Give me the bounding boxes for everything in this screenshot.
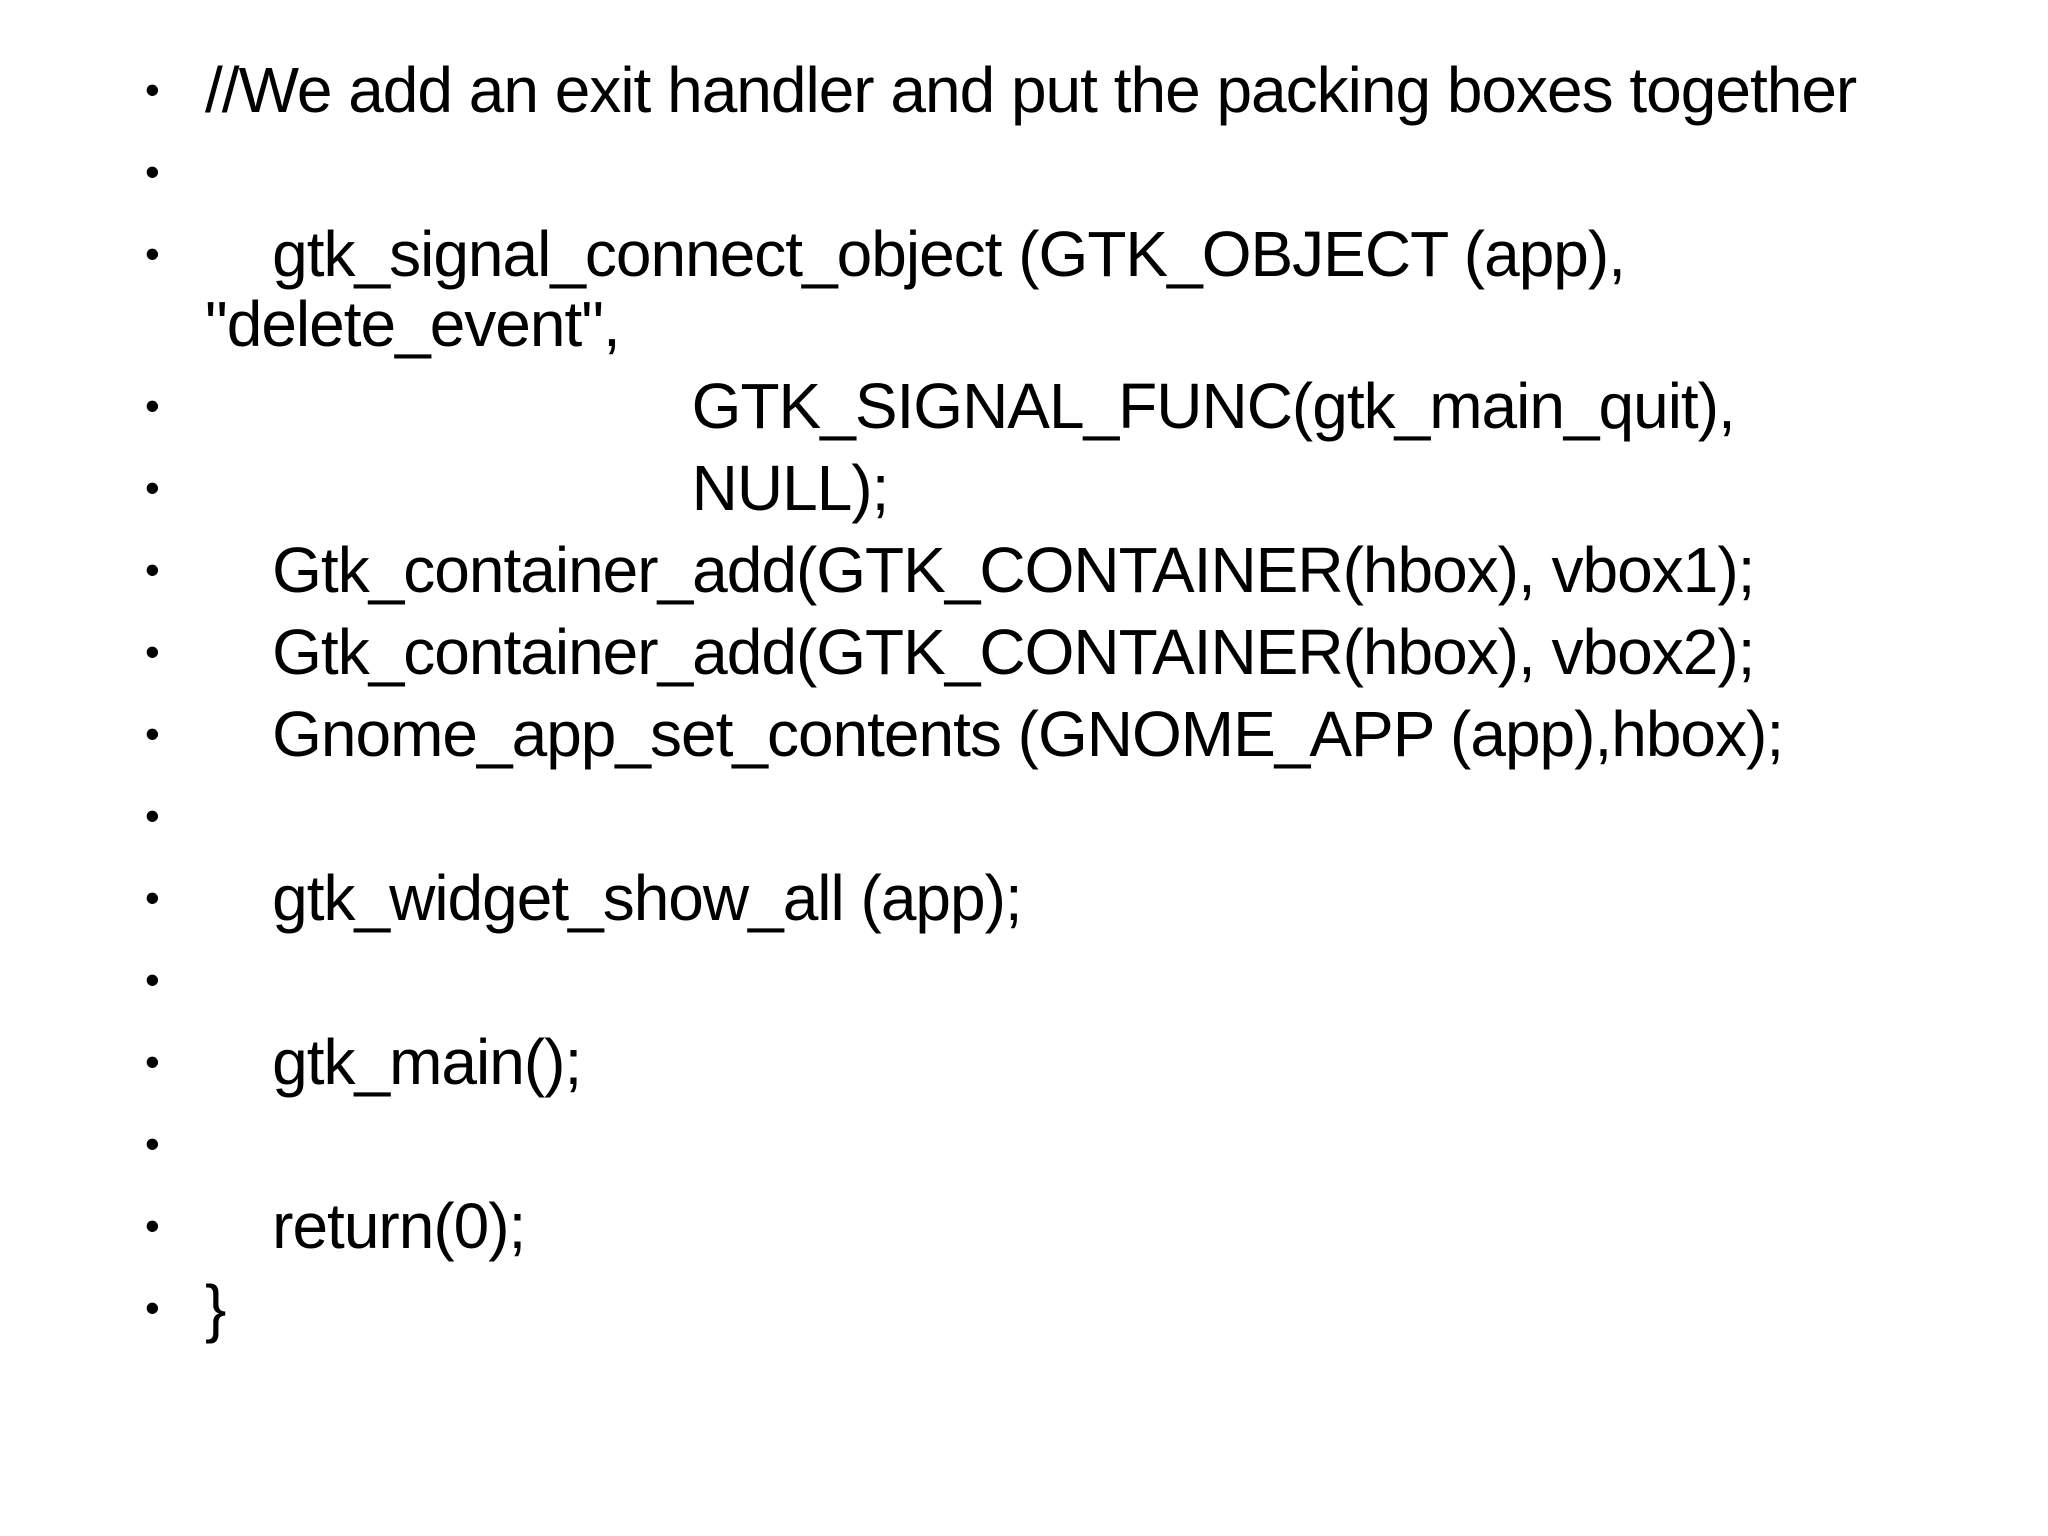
list-item: • return(0); (145, 1191, 2028, 1261)
bullet-marker: • (145, 1284, 160, 1331)
code-line-text: return(0); (205, 1190, 526, 1262)
bullet-marker: • (145, 792, 160, 839)
code-line-text: Gnome_app_set_contents (GNOME_APP (app),… (205, 698, 1784, 770)
bullet-marker: • (145, 710, 160, 757)
list-item: • Gtk_container_add(GTK_CONTAINER(hbox),… (145, 617, 2028, 687)
list-item: • Gnome_app_set_contents (GNOME_APP (app… (145, 699, 2028, 769)
list-item: • (145, 1109, 2028, 1179)
code-line-text: NULL); (205, 452, 890, 524)
list-item: • //We add an exit handler and put the pa… (145, 55, 2028, 125)
bullet-marker: • (145, 464, 160, 511)
bullet-marker: • (145, 628, 160, 675)
list-item: • (145, 137, 2028, 207)
list-item: • Gtk_container_add(GTK_CONTAINER(hbox),… (145, 535, 2028, 605)
bullet-marker: • (145, 1038, 160, 1085)
list-item: • gtk_main(); (145, 1027, 2028, 1097)
bullet-marker: • (145, 1202, 160, 1249)
bullet-marker: • (145, 66, 160, 113)
list-item: • NULL); (145, 453, 2028, 523)
code-line-text (205, 781, 2028, 851)
bullet-marker: • (145, 1120, 160, 1167)
code-line-text: gtk_main(); (205, 1026, 582, 1098)
code-line-text: GTK_SIGNAL_FUNC(gtk_main_quit), (205, 370, 1736, 442)
code-line-text: gtk_signal_connect_object (GTK_OBJECT (a… (205, 218, 1626, 360)
list-item: • gtk_widget_show_all (app); (145, 863, 2028, 933)
bullet-marker: • (145, 956, 160, 1003)
code-line-text: gtk_widget_show_all (app); (205, 862, 1023, 934)
code-line-text: Gtk_container_add(GTK_CONTAINER(hbox), v… (205, 534, 1755, 606)
code-line-text (205, 137, 2028, 207)
code-line-text: Gtk_container_add(GTK_CONTAINER(hbox), v… (205, 616, 1755, 688)
bullet-marker: • (145, 382, 160, 429)
list-item: • gtk_signal_connect_object (GTK_OBJECT … (145, 219, 2028, 359)
list-item: • (145, 945, 2028, 1015)
bullet-marker: • (145, 148, 160, 195)
code-line-text (205, 945, 2028, 1015)
bullet-marker: • (145, 230, 160, 277)
code-line-text (205, 1109, 2028, 1179)
list-item: •} (145, 1273, 2028, 1343)
code-line-text: } (205, 1272, 226, 1344)
bullet-marker: • (145, 546, 160, 593)
bullet-marker: • (145, 874, 160, 921)
code-bullet-list: • //We add an exit handler and put the pa… (145, 55, 2028, 1355)
list-item: • (145, 781, 2028, 851)
list-item: • GTK_SIGNAL_FUNC(gtk_main_quit), (145, 371, 2028, 441)
code-line-text: //We add an exit handler and put the pac… (205, 54, 1857, 126)
